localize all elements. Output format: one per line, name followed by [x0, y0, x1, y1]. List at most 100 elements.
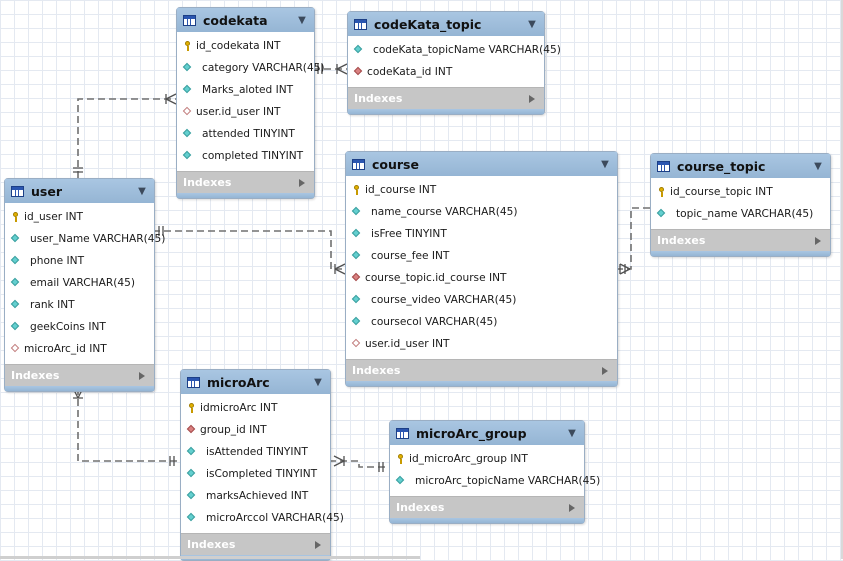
column-icon [657, 209, 672, 219]
column-label: Marks_aloted INT [202, 84, 294, 96]
indexes-section[interactable]: Indexes [346, 359, 617, 381]
collapse-toggle-icon[interactable]: ▼ [528, 18, 536, 30]
table-icon [183, 14, 196, 26]
indexes-section[interactable]: Indexes [348, 87, 544, 109]
indexes-section[interactable]: Indexes [181, 533, 330, 555]
collapse-toggle-icon[interactable]: ▼ [314, 376, 322, 388]
collapse-toggle-icon[interactable]: ▼ [298, 14, 306, 26]
column-row[interactable]: user.id_user INT [177, 101, 314, 123]
column-row[interactable]: idmicroArc INT [181, 397, 330, 419]
expand-arrow-icon[interactable] [139, 371, 145, 380]
expand-arrow-icon[interactable] [602, 366, 608, 375]
column-row[interactable]: isFree TINYINT [346, 223, 617, 245]
column-row[interactable]: id_course_topic INT [651, 181, 830, 203]
column-label: isCompleted TINYINT [206, 468, 318, 480]
indexes-label: Indexes [187, 538, 236, 551]
primary-key-icon [352, 185, 361, 195]
table-header[interactable]: user ▼ [5, 179, 154, 203]
column-row[interactable]: user.id_user INT [346, 333, 617, 355]
relationship-user-course[interactable] [153, 226, 346, 275]
column-row[interactable]: id_microArc_group INT [390, 448, 584, 470]
column-row[interactable]: codeKata_id INT [348, 61, 544, 83]
collapse-toggle-icon[interactable]: ▼ [601, 158, 609, 170]
table-icon [396, 427, 409, 439]
column-row[interactable]: geekCoins INT [5, 316, 154, 338]
collapse-toggle-icon[interactable]: ▼ [814, 160, 822, 172]
column-label: codeKata_id INT [367, 66, 453, 78]
indexes-section[interactable]: Indexes [390, 496, 584, 518]
column-row[interactable]: id_course INT [346, 179, 617, 201]
column-row[interactable]: name_course VARCHAR(45) [346, 201, 617, 223]
column-row[interactable]: phone INT [5, 250, 154, 272]
column-label: topic_name VARCHAR(45) [676, 208, 814, 220]
table-header[interactable]: course ▼ [346, 152, 617, 176]
relationship-user-microarc[interactable] [72, 387, 180, 466]
table-microarc-group[interactable]: microArc_group ▼ id_microArc_group INT mi… [389, 420, 600, 524]
vertical-scrollbar[interactable] [841, 0, 843, 559]
table-header[interactable]: microArc ▼ [181, 370, 330, 394]
column-icon [187, 469, 202, 479]
table-name: course_topic [677, 158, 766, 174]
column-label: isAttended TINYINT [206, 446, 308, 458]
table-header[interactable]: course_topic ▼ [651, 154, 830, 178]
table-header[interactable]: codekata ▼ [177, 8, 314, 32]
expand-arrow-icon[interactable] [569, 503, 575, 512]
column-label: microArc_topicName VARCHAR(45) [415, 475, 601, 487]
table-course-topic[interactable]: course_topic ▼ id_course_topic INT topic_… [650, 153, 831, 257]
column-icon [11, 300, 26, 310]
expand-arrow-icon[interactable] [315, 540, 321, 549]
column-row[interactable]: isAttended TINYINT [181, 441, 330, 463]
column-row[interactable]: email VARCHAR(45) [5, 272, 154, 294]
column-row[interactable]: codeKata_topicName VARCHAR(45) [348, 39, 561, 61]
collapse-toggle-icon[interactable]: ▼ [138, 185, 146, 197]
column-label: rank INT [30, 299, 75, 311]
column-row[interactable]: course_fee INT [346, 245, 617, 267]
expand-arrow-icon[interactable] [299, 178, 305, 187]
column-row[interactable]: course_topic.id_course INT [346, 267, 617, 289]
relationship-microarc-microarc-group[interactable] [329, 455, 389, 472]
column-row[interactable]: id_user INT [5, 206, 154, 228]
column-row[interactable]: coursecol VARCHAR(45) [346, 311, 617, 333]
column-row[interactable]: rank INT [5, 294, 154, 316]
column-row[interactable]: microArc_id INT [5, 338, 154, 360]
column-row[interactable]: isCompleted TINYINT [181, 463, 330, 485]
table-codekata-topic[interactable]: codeKata_topic ▼ codeKata_topicName VARC… [347, 11, 561, 115]
indexes-section[interactable]: Indexes [177, 171, 314, 193]
column-row[interactable]: completed TINYINT [177, 145, 314, 167]
column-row[interactable]: marksAchieved INT [181, 485, 330, 507]
foreign-key-icon [352, 273, 361, 283]
table-icon [11, 185, 24, 197]
column-row[interactable]: category VARCHAR(45) [177, 57, 325, 79]
table-header[interactable]: codeKata_topic ▼ [348, 12, 544, 36]
table-name: codeKata_topic [374, 16, 482, 32]
column-row[interactable]: microArc_topicName VARCHAR(45) [390, 470, 600, 492]
relationship-codekata-codekata-topic[interactable] [313, 63, 348, 75]
indexes-section[interactable]: Indexes [5, 364, 154, 386]
indexes-section[interactable]: Indexes [651, 229, 830, 251]
column-list: id_microArc_group INT microArc_topicName … [390, 445, 600, 496]
column-row[interactable]: attended TINYINT [177, 123, 314, 145]
column-row[interactable]: microArccol VARCHAR(45) [181, 507, 344, 529]
column-row[interactable]: topic_name VARCHAR(45) [651, 203, 830, 225]
column-row[interactable]: user_Name VARCHAR(45) [5, 228, 165, 250]
expand-arrow-icon[interactable] [815, 236, 821, 245]
relationship-course-course-topic[interactable] [616, 207, 650, 275]
table-header[interactable]: microArc_group ▼ [390, 421, 584, 445]
indexes-label: Indexes [352, 364, 401, 377]
expand-arrow-icon[interactable] [529, 94, 535, 103]
horizontal-scrollbar[interactable] [0, 556, 420, 559]
column-row[interactable]: group_id INT [181, 419, 330, 441]
table-user[interactable]: user ▼ id_user INT user_Name VARCHAR(45) p… [4, 178, 165, 392]
collapse-toggle-icon[interactable]: ▼ [568, 427, 576, 439]
column-label: user_Name VARCHAR(45) [30, 233, 166, 245]
column-icon [352, 229, 367, 239]
relationship-user-codekata[interactable] [73, 93, 177, 178]
column-label: id_microArc_group INT [409, 453, 528, 465]
column-row[interactable]: id_codekata INT [177, 35, 314, 57]
column-row[interactable]: Marks_aloted INT [177, 79, 314, 101]
column-row[interactable]: course_video VARCHAR(45) [346, 289, 617, 311]
